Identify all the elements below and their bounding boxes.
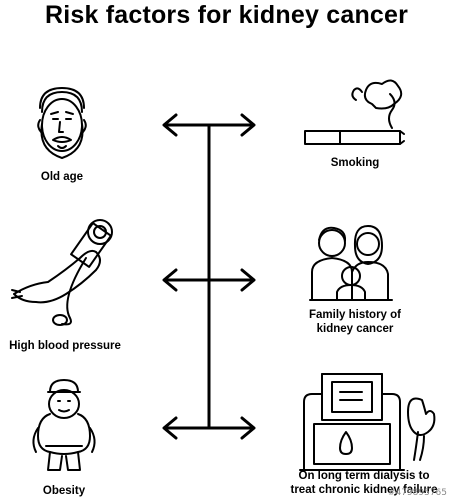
diagram-title: Risk factors for kidney cancer	[44, 1, 409, 29]
label-old-age: Old age	[40, 171, 84, 183]
arrow-row-1	[162, 113, 256, 137]
arrow-row-2	[162, 268, 256, 292]
old-man-icon	[37, 87, 87, 159]
label-high-blood-pressure: High blood pressure	[9, 340, 121, 352]
dialysis-machine-icon	[299, 373, 405, 471]
kidney-icon	[407, 397, 436, 461]
cigarette-icon	[304, 79, 405, 145]
arrow-row-3	[162, 416, 256, 440]
label-smoking: Smoking	[330, 157, 380, 169]
obese-man-icon	[32, 379, 96, 471]
blood-pressure-arm-icon	[11, 219, 113, 326]
label-dialysis: On long term dialysis to treat chronic k…	[290, 470, 438, 496]
central-connector	[162, 113, 256, 440]
watermark-id: #479895765	[387, 488, 447, 498]
label-family-history: Family history of kidney cancer	[308, 309, 402, 335]
family-icon	[309, 225, 393, 301]
label-obesity: Obesity	[42, 485, 86, 497]
